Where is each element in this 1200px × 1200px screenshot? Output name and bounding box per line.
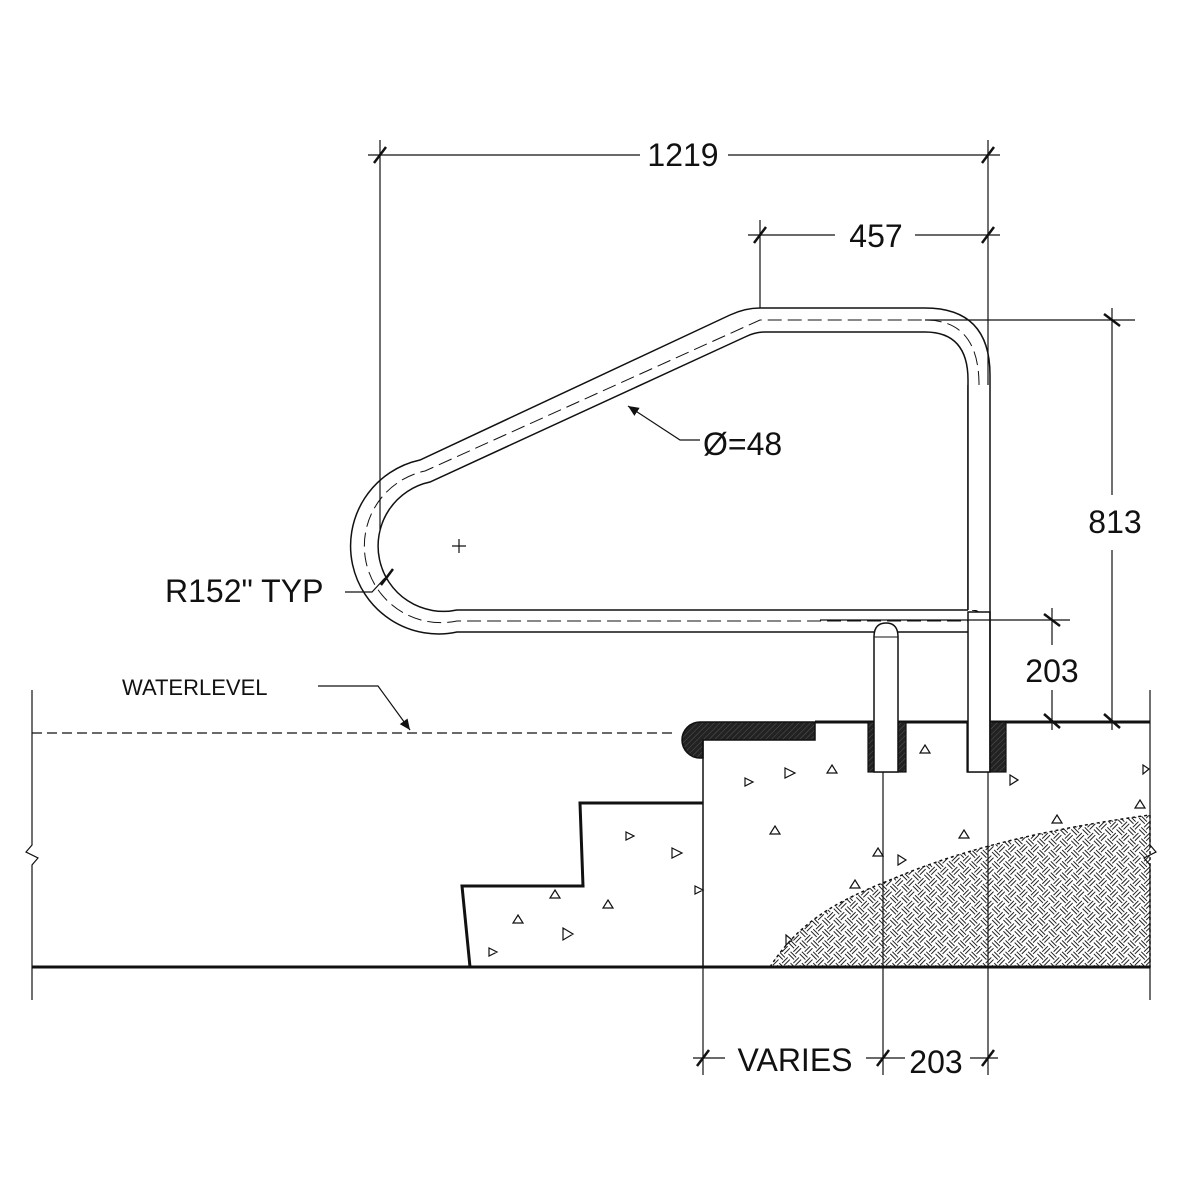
diameter-leader [627,405,700,441]
leaders [318,405,700,731]
right-break-line [1143,690,1157,1000]
concrete-section [25,690,1157,1000]
coping [681,721,816,759]
dim-overall-length: 1219 [647,137,718,173]
handrail-inner [377,331,969,613]
handrail [349,307,991,773]
waterlevel-leader [318,685,411,731]
dim-height: 813 [1088,504,1141,540]
dimension-lines [368,140,1135,1075]
waterlevel-label: WATERLEVEL [122,675,267,700]
right-post [967,611,991,773]
hatched-soil-area [768,814,1151,968]
radius-leader [345,577,386,593]
dim-post-spacing: 203 [909,1044,962,1080]
diameter-label: Ø=48 [703,426,782,462]
handrail-outer [349,307,991,635]
center-mark [452,539,466,553]
dim-post-offset-height: 203 [1025,653,1078,689]
dim-top-length: 457 [849,218,902,254]
aggregate-marks [488,743,1151,957]
left-break-line [25,690,39,1000]
handrail-centerline [363,319,980,624]
radius-label: R152" TYP [165,573,323,609]
right-post-upper [968,385,990,610]
steps [460,801,703,968]
dim-varies: VARIES [738,1042,853,1078]
left-post [873,622,899,773]
